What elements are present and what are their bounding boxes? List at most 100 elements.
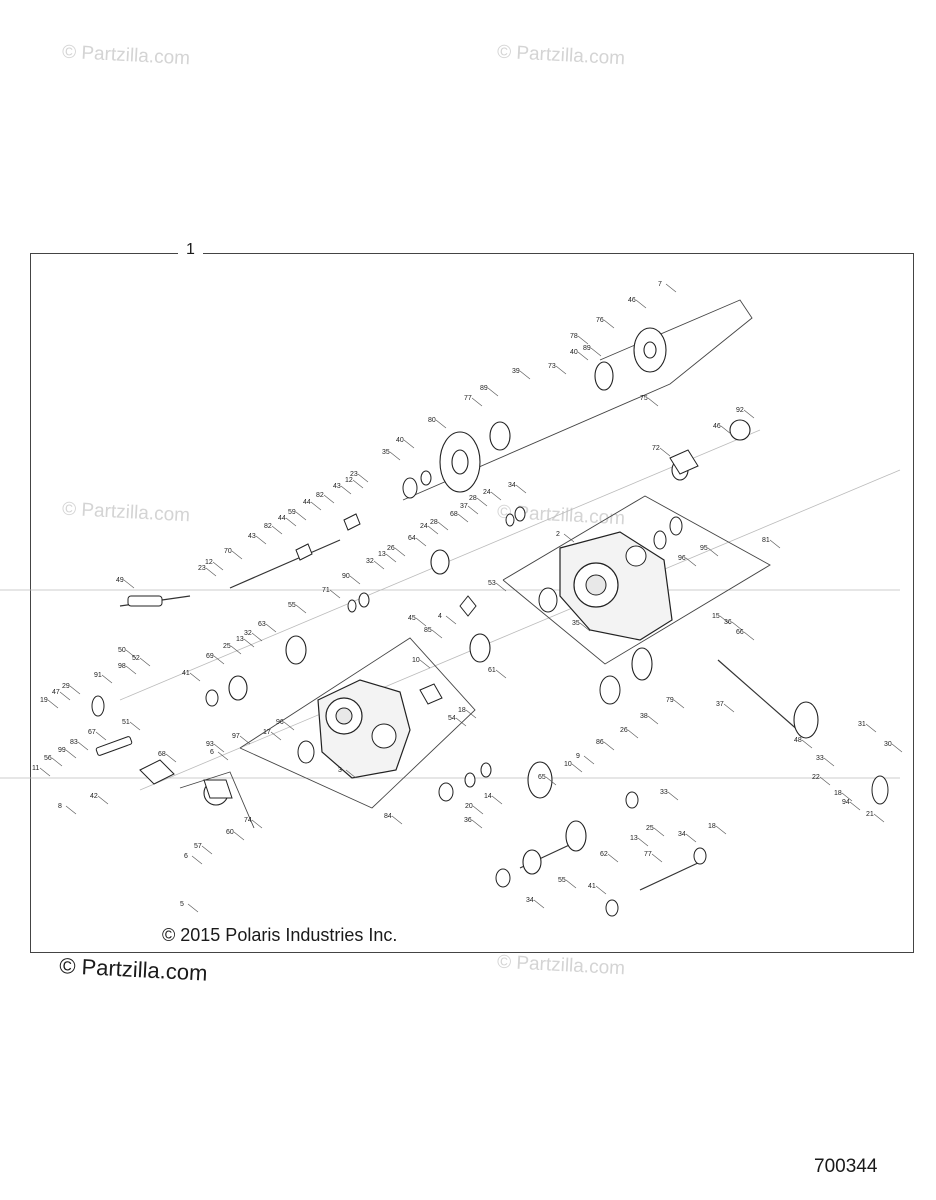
callout-leader-line	[47, 699, 59, 709]
part-callout: 26	[387, 545, 395, 552]
callout-leader-line	[373, 560, 385, 570]
callout-leader-line	[571, 763, 583, 773]
part-callout: 44	[303, 499, 311, 506]
callout-leader-line	[563, 533, 575, 543]
part-callout: 68	[158, 751, 166, 758]
callout-leader-line	[231, 550, 243, 560]
callout-leader-line	[487, 387, 499, 397]
callout-leader-line	[849, 801, 861, 811]
callout-leader-line	[465, 709, 477, 719]
callout-leader-line	[472, 805, 484, 815]
callout-leader-line	[515, 484, 527, 494]
part-callout: 18	[708, 823, 716, 830]
callout-leader-line	[841, 792, 853, 802]
callout-leader-line	[865, 723, 877, 733]
callout-leader-line	[191, 855, 203, 865]
part-callout: 21	[866, 811, 874, 818]
part-callout: 82	[316, 492, 324, 499]
callout-leader-line	[129, 721, 141, 731]
callout-leader-line	[239, 735, 251, 745]
callout-leader-line	[95, 731, 107, 741]
part-callout: 43	[333, 483, 341, 490]
part-callout: 46	[713, 423, 721, 430]
callout-leader-line	[647, 397, 659, 407]
assembly-number: 1	[178, 241, 203, 259]
callout-leader-line	[349, 575, 361, 585]
callout-leader-line	[607, 853, 619, 863]
part-callout: 80	[428, 417, 436, 424]
assembly-frame	[30, 253, 914, 953]
part-callout: 67	[88, 729, 96, 736]
callout-leader-line	[555, 365, 567, 375]
callout-leader-line	[243, 638, 255, 648]
part-callout: 23	[350, 471, 358, 478]
part-callout: 85	[424, 627, 432, 634]
callout-leader-line	[125, 665, 137, 675]
callout-leader-line	[212, 561, 224, 571]
part-callout: 57	[194, 843, 202, 850]
part-callout: 38	[640, 713, 648, 720]
part-callout: 17	[263, 729, 271, 736]
part-callout: 11	[32, 765, 39, 772]
part-callout: 33	[660, 789, 668, 796]
part-callout: 31	[858, 721, 866, 728]
part-callout: 56	[44, 755, 52, 762]
callout-leader-line	[394, 547, 406, 557]
callout-leader-line	[577, 351, 589, 361]
part-callout: 13	[236, 636, 244, 643]
callout-leader-line	[565, 879, 577, 889]
part-callout: 96	[678, 555, 686, 562]
part-callout: 46	[628, 297, 636, 304]
part-callout: 5	[180, 901, 184, 908]
part-callout: 36	[724, 619, 732, 626]
callout-leader-line	[270, 731, 282, 741]
part-callout: 4	[438, 613, 442, 620]
callout-leader-line	[415, 617, 427, 627]
callout-leader-line	[723, 703, 735, 713]
part-callout: 74	[244, 817, 252, 824]
part-callout: 75	[640, 395, 648, 402]
part-callout: 66	[736, 629, 744, 636]
part-callout: 55	[558, 877, 566, 884]
part-callout: 12	[345, 477, 353, 484]
callout-leader-line	[583, 755, 595, 765]
gears	[203, 327, 819, 875]
part-callout: 34	[526, 897, 534, 904]
part-callout: 83	[70, 739, 78, 746]
part-callout: 71	[322, 587, 330, 594]
callout-leader-line	[97, 795, 109, 805]
callout-leader-line	[323, 494, 335, 504]
callout-leader-line	[720, 425, 732, 435]
callout-leader-line	[389, 451, 401, 461]
part-callout: 47	[52, 689, 60, 696]
callout-leader-line	[545, 776, 557, 786]
callout-leader-line	[213, 655, 225, 665]
callout-leader-line	[590, 347, 602, 357]
callout-leader-line	[455, 717, 467, 727]
callout-leader-line	[685, 833, 697, 843]
part-callout: 24	[420, 523, 428, 530]
part-callout: 25	[646, 825, 654, 832]
callout-leader-line	[743, 631, 755, 641]
part-callout: 28	[430, 519, 438, 526]
part-callout: 19	[40, 697, 48, 704]
callout-leader-line	[577, 335, 589, 345]
callout-leader-line	[490, 491, 502, 501]
callout-leader-line	[77, 741, 89, 751]
part-callout: 32	[366, 558, 374, 565]
part-callout: 94	[842, 799, 850, 806]
part-callout: 69	[206, 653, 214, 660]
callout-leader-line	[65, 749, 77, 759]
callout-leader-line	[431, 629, 443, 639]
part-callout: 77	[464, 395, 472, 402]
part-callout: 49	[116, 577, 124, 584]
part-callout: 77	[644, 851, 652, 858]
callout-leader-line	[731, 621, 743, 631]
part-callout: 79	[666, 697, 674, 704]
part-callout: 24	[483, 489, 491, 496]
part-callout: 82	[264, 523, 272, 530]
callout-leader-line	[519, 370, 531, 380]
part-callout: 39	[512, 368, 520, 375]
callout-leader-line	[595, 885, 607, 895]
part-callout: 91	[94, 672, 102, 679]
